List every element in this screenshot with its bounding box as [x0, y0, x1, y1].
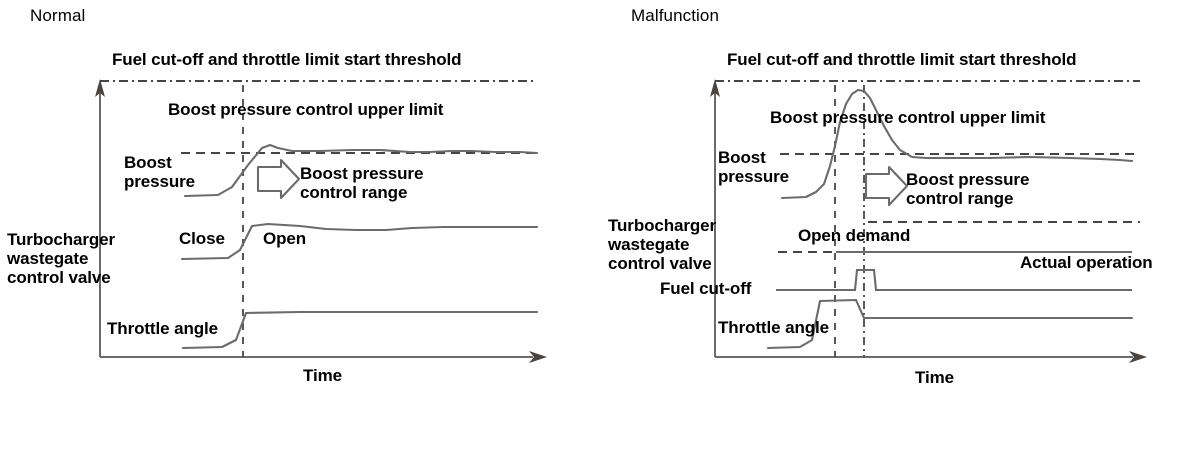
y-axis-normal — [95, 79, 105, 357]
close-label-normal: Close — [179, 229, 225, 248]
valve-label-malfunction: Turbocharger wastegate control valve — [608, 216, 716, 273]
boost-control-range-arrow-normal — [256, 158, 301, 200]
trace-wastegate-valve-normal — [180, 222, 539, 261]
y-axis-malfunction — [710, 79, 720, 357]
boost-control-range-arrow-malfunction — [864, 165, 909, 207]
boost-pressure-label-normal: Boost pressure — [124, 153, 195, 191]
valve-label-malfunction-line3: control valve — [608, 254, 712, 274]
open-label-normal: Open — [263, 229, 307, 248]
fuel-cutoff-label-malfunction: Fuel cut-off — [660, 279, 752, 298]
valve-label-normal-line2: wastegate — [7, 249, 89, 269]
valve-label-malfunction-line1: Turbocharger — [608, 216, 717, 235]
panel-normal: Normal Fuel cut-off and throttle limit s… — [7, 6, 547, 385]
actual-operation-label-malfunction: Actual operation — [1020, 253, 1153, 272]
upper-limit-label-malfunction: Boost pressure control upper limit — [770, 108, 1046, 127]
time-label-malfunction: Time — [915, 368, 954, 387]
control-range-label-normal: Boost pressure control range — [300, 164, 423, 202]
malfunction-plot-svg — [710, 79, 1147, 363]
trace-throttle-angle-normal — [181, 310, 539, 350]
upper-limit-label-normal: Boost pressure control upper limit — [168, 100, 444, 119]
trace-actual-operation-malfunction — [776, 268, 1132, 292]
normal-plot-svg — [95, 79, 547, 363]
control-range-label-malfunction-line2: control range — [906, 189, 1014, 209]
x-axis-normal — [100, 351, 547, 363]
time-label-normal: Time — [303, 366, 342, 385]
valve-label-normal-line3: control valve — [7, 268, 111, 288]
threshold-label-malfunction: Fuel cut-off and throttle limit start th… — [727, 50, 1077, 69]
threshold-label-normal: Fuel cut-off and throttle limit start th… — [112, 50, 462, 69]
panel-title-normal: Normal — [30, 6, 86, 25]
throttle-angle-label-normal: Throttle angle — [107, 319, 218, 338]
valve-label-malfunction-line2: wastegate — [608, 235, 690, 255]
valve-label-normal: Turbocharger wastegate control valve — [7, 230, 115, 287]
control-range-label-normal-line1: Boost pressure — [300, 164, 424, 183]
trace-throttle-angle-malfunction — [766, 298, 1134, 350]
panel-title-malfunction: Malfunction — [631, 6, 720, 25]
control-range-label-normal-line2: control range — [300, 183, 408, 203]
boost-pressure-label-malfunction: Boost pressure — [718, 148, 789, 186]
x-axis-malfunction — [715, 351, 1147, 363]
trace-boost-pressure-normal — [183, 143, 539, 198]
boost-pressure-label-normal-line2: pressure — [124, 172, 196, 192]
throttle-angle-label-malfunction: Throttle angle — [718, 318, 829, 337]
boost-pressure-label-malfunction-line1: Boost — [718, 148, 766, 167]
open-demand-label-malfunction: Open demand — [798, 226, 911, 245]
boost-pressure-label-normal-line1: Boost — [124, 153, 172, 172]
trace-boost-pressure-malfunction — [780, 88, 1134, 200]
control-range-label-malfunction: Boost pressure control range — [906, 170, 1029, 208]
control-range-label-malfunction-line1: Boost pressure — [906, 170, 1030, 189]
valve-label-normal-line1: Turbocharger — [7, 230, 116, 249]
panel-malfunction: Malfunction Fuel cut-off and throttle li… — [600, 0, 1200, 449]
boost-pressure-label-malfunction-line2: pressure — [718, 167, 790, 187]
